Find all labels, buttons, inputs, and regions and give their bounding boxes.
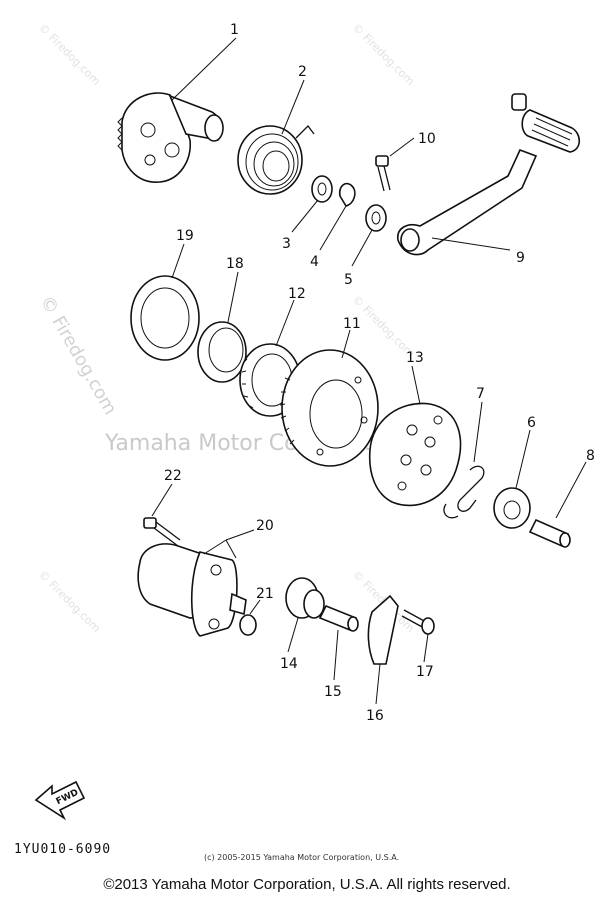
callout-numbers: 1 2 3 4 5 6 7 8 9 10 11 12 13 14 15 16 1… <box>164 22 595 724</box>
watermark-tile: © Firedog.com <box>350 21 417 88</box>
part-shaft-8 <box>528 518 571 548</box>
watermark-tile: © Firedog.com <box>36 568 103 635</box>
callout-20: 20 <box>256 518 274 534</box>
part-bushing-18 <box>197 321 247 383</box>
callout-5: 5 <box>344 272 353 288</box>
callout-7: 7 <box>476 386 485 402</box>
callout-14: 14 <box>280 656 298 672</box>
callout-19: 19 <box>176 228 194 244</box>
part-idler-shaft-15 <box>318 604 359 632</box>
callout-12: 12 <box>288 286 306 302</box>
part-pinion-6 <box>493 487 531 529</box>
part-spring-clip-7 <box>457 465 485 512</box>
part-kick-shaft <box>117 92 224 183</box>
part-starter-motor-20 <box>137 543 247 637</box>
part-gear-11 <box>279 349 379 467</box>
part-washer-5 <box>365 204 387 232</box>
fwd-arrow: FWD <box>34 780 86 821</box>
part-idler-gear-14 <box>285 577 325 619</box>
callout-2: 2 <box>298 64 307 80</box>
leader-lines <box>151 37 587 705</box>
watermark-side: © Firedog.com <box>36 292 121 418</box>
callout-21: 21 <box>256 586 274 602</box>
callout-18: 18 <box>226 256 244 272</box>
part-kick-crank <box>397 93 581 256</box>
callout-11: 11 <box>343 316 361 332</box>
footer-copyright: ©2013 Yamaha Motor Corporation, U.S.A. A… <box>103 876 511 893</box>
callout-4: 4 <box>310 254 319 270</box>
callout-3: 3 <box>282 236 291 252</box>
callout-8: 8 <box>586 448 595 464</box>
callout-17: 17 <box>416 664 434 680</box>
part-torsion-spring <box>237 125 315 195</box>
part-oring-21 <box>239 614 257 636</box>
callout-22: 22 <box>164 468 182 484</box>
part-bolt-22 <box>143 517 181 547</box>
callout-16: 16 <box>366 708 384 724</box>
callout-1: 1 <box>230 22 239 38</box>
small-copyright: (c) 2005-2015 Yamaha Motor Corporation, … <box>204 853 399 862</box>
callout-6: 6 <box>527 415 536 431</box>
part-plate-16 <box>367 594 399 665</box>
callout-15: 15 <box>324 684 342 700</box>
callout-13: 13 <box>406 350 424 366</box>
watermark-tile: © Firedog.com <box>36 21 103 88</box>
callout-10: 10 <box>418 131 436 147</box>
part-bolt-10 <box>375 155 391 192</box>
part-circlip-4 <box>338 182 356 207</box>
part-screw-17 <box>401 609 435 635</box>
part-washer-3 <box>311 175 333 203</box>
diagram-code: 1YU010-6090 <box>14 842 111 857</box>
part-plate-13 <box>368 402 462 507</box>
callout-9: 9 <box>516 250 525 266</box>
